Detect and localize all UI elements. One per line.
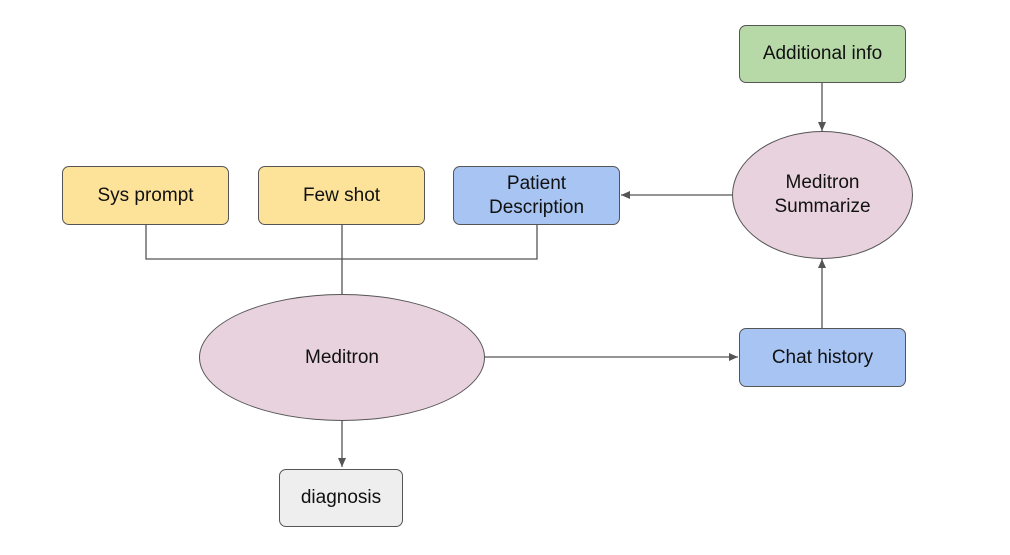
patient-description-label: Patient Description [488, 172, 585, 218]
sys-prompt-label: Sys prompt [97, 184, 194, 206]
diagnosis-label: diagnosis [300, 487, 382, 508]
diagnosis-node: diagnosis [279, 469, 403, 527]
chat-history-label: Chat history [771, 346, 874, 368]
few-shot-label: Few shot [302, 184, 381, 206]
meditron-label: Meditron [305, 346, 379, 368]
meditron-summarize-label: Meditron Summarize [774, 172, 871, 217]
meditron-node: Meditron [199, 294, 485, 421]
sys-prompt-node: Sys prompt [62, 166, 229, 225]
few-shot-node: Few shot [258, 166, 425, 225]
meditron-summarize-node: Meditron Summarize [732, 131, 913, 259]
additional-info-node: Additional info [739, 25, 906, 83]
chat-history-node: Chat history [739, 328, 906, 387]
patient-description-node: Patient Description [453, 166, 620, 225]
additional-info-label: Additional info [762, 43, 883, 64]
